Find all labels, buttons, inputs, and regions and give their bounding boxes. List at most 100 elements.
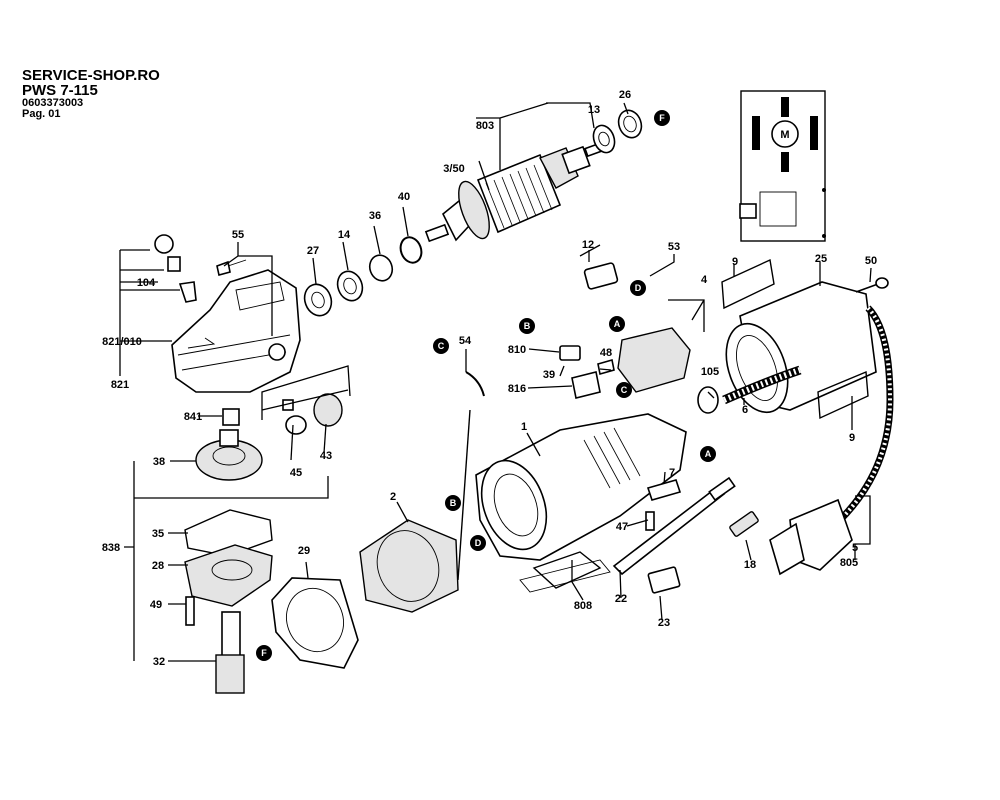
circlip-40-drawing [399,236,423,264]
brush-holder-816-drawing [559,345,601,399]
screw-50-drawing [855,277,889,293]
screw-49-drawing [185,596,195,626]
screw-55-drawing [216,259,247,276]
screw-48-drawing [597,358,615,376]
part-label-39: 39 [543,369,555,381]
nut-45-drawing [282,399,307,435]
part-label-28: 28 [152,560,164,572]
part-label-27: 27 [307,245,319,257]
part-label-2: 2 [390,491,396,503]
part-label-7: 7 [669,467,675,479]
marker-c-upper: C [433,338,449,354]
wiring-schematic: M [739,90,826,242]
marker-d-lower: D [470,535,486,551]
marker-a-upper: A [609,316,625,332]
svg-text:D: D [635,283,642,293]
part-label-104: 104 [137,277,156,289]
part-label-18: 18 [744,559,756,571]
cable-54-drawing [457,371,485,581]
svg-text:A: A [614,319,621,329]
part-label-821-010: 821/010 [102,336,142,348]
page-number: Pag. 01 [22,108,61,120]
bearing-26-drawing [617,109,643,139]
part-label-838: 838 [102,542,120,554]
part-label-841: 841 [184,411,202,423]
header: SERVICE-SHOP.RO PWS 7-115 0603373003 Pag… [22,68,160,120]
field-coil-2-drawing [359,519,459,613]
marker-a-lower: A [700,446,716,462]
pinion-43-drawing [313,393,343,427]
svg-text:B: B [450,498,457,508]
part-label-50: 50 [865,255,877,267]
part-label-816: 816 [508,383,526,395]
switch-rod-22-drawing [612,476,736,576]
part-label-821: 821 [111,379,129,391]
bearing-14-drawing [336,270,364,302]
part-label-3-50: 3/50 [443,163,464,175]
clip-7-drawing [646,479,682,501]
strain-relief-6-drawing [722,365,802,405]
part-label-23: 23 [658,617,670,629]
part-label-805: 805 [840,557,858,569]
part-label-810: 810 [508,344,526,356]
motor-housing-1-drawing [475,413,687,593]
bearing-flange-28-drawing [184,544,273,607]
screw-47-drawing [645,511,655,531]
shop-title: SERVICE-SHOP.RO [22,67,160,84]
part-label-12: 12 [582,239,594,251]
svg-text:D: D [475,538,482,548]
part-label-47: 47 [616,521,628,533]
spindle-32-drawing [215,611,245,694]
marker-c-switch: C [616,382,632,398]
part-label-1: 1 [521,421,527,433]
part-label-6: 6 [742,404,748,416]
switch-4-drawing [617,327,691,393]
svg-text:C: C [438,341,445,351]
label-9-drawing [721,258,869,420]
marker-b-upper: B [519,318,535,334]
part-label-49: 49 [150,599,162,611]
part-label-55: 55 [232,229,244,241]
svg-text:B: B [524,321,531,331]
part-label-13: 13 [588,104,600,116]
bearing-13-drawing [592,124,616,154]
part-label-9-top: 9 [732,256,738,268]
part-label-105: 105 [701,366,719,378]
part-label-36: 36 [369,210,381,222]
connector-markers: F D A B C C A B [256,110,716,661]
label-808-drawing [532,551,602,589]
svg-text:F: F [261,648,267,658]
bevel-gear-38-drawing [195,429,263,481]
part-number-labels: 13 26 803 3/50 40 36 14 27 55 104 821/01… [102,89,877,668]
part-label-43: 43 [320,450,332,462]
svg-text:A: A [705,449,712,459]
spindle-nut-841-drawing [222,408,240,426]
part-label-53: 53 [668,241,680,253]
part-label-54: 54 [459,335,472,347]
capacitor-12-drawing [583,262,619,290]
svg-text:C: C [621,385,628,395]
part-label-32: 32 [153,656,165,668]
marker-f-lower: F [256,645,272,661]
part-label-803: 803 [476,120,494,132]
part-label-25: 25 [815,253,827,265]
part-label-808: 808 [574,600,592,612]
slider-23-drawing [647,566,681,594]
part-label-5: 5 [852,542,858,554]
part-label-14: 14 [338,229,351,241]
part-label-38: 38 [153,456,165,468]
part-label-26: 26 [619,89,631,101]
ring-36-drawing [368,254,394,282]
marker-d-top: D [630,280,646,296]
pinion-27-drawing [303,283,333,317]
marker-b-lower: B [445,495,461,511]
svg-text:F: F [659,113,665,123]
part-label-4: 4 [701,274,708,286]
part-label-29: 29 [298,545,310,557]
armature-drawing [424,142,602,243]
part-label-9-bottom: 9 [849,432,855,444]
leader-lines [119,102,872,662]
part-label-22: 22 [615,593,627,605]
marker-f-top: F [654,110,670,126]
